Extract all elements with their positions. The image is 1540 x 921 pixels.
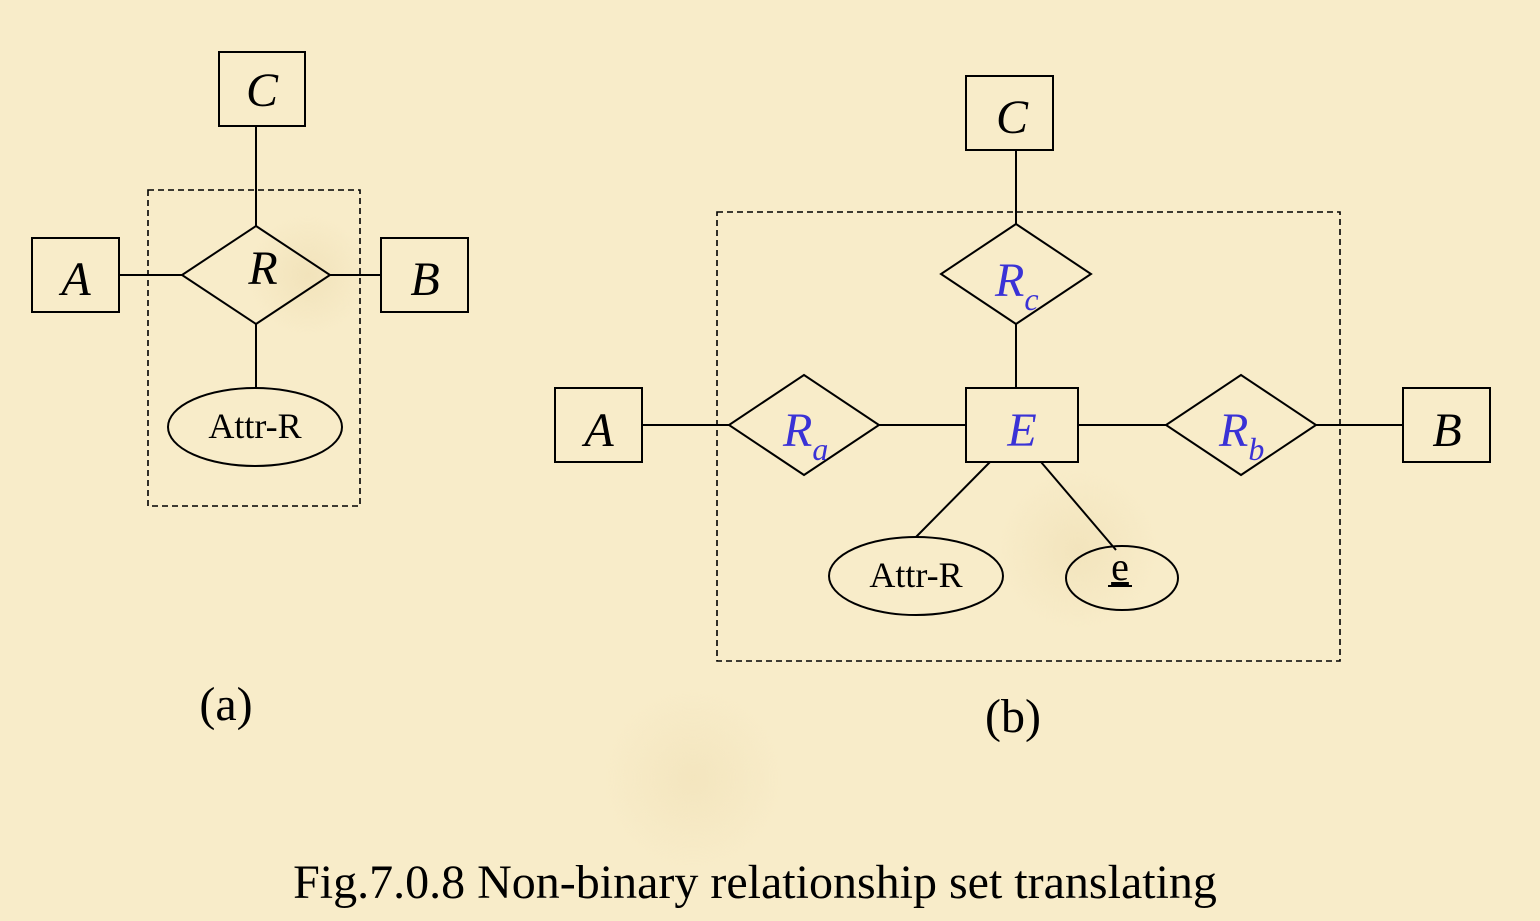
relationship-rc: Rc	[939, 222, 1093, 326]
figure-caption: Fig.7.0.8 Non-binary relationship set tr…	[293, 856, 1217, 909]
entity-a-box	[31, 237, 120, 313]
relationship-rb-label: Rb	[1218, 404, 1264, 467]
relationship-r: R	[180, 224, 332, 326]
relationship-r-label: R	[247, 242, 277, 295]
diagram-b-boundary	[716, 211, 1341, 662]
relationship-rb-diamond	[1164, 373, 1318, 477]
attribute-attr-r-b: Attr-R	[828, 536, 1004, 616]
attribute-attr-r-b-ellipse	[828, 536, 1004, 616]
entity-b-box	[380, 237, 469, 313]
attribute-key-e: e	[1065, 544, 1179, 611]
relationship-ra: Ra	[727, 373, 881, 477]
entity-a-b-label: A	[581, 404, 614, 457]
diagram-a-caption: (a)	[199, 678, 252, 731]
entity-a-b: A	[554, 387, 643, 463]
relationship-rb: Rb	[1164, 373, 1318, 477]
entity-a-label: A	[58, 253, 91, 306]
entity-c-label: C	[246, 64, 279, 117]
attribute-attr-r-label: Attr-R	[208, 406, 301, 446]
entity-a: A	[31, 237, 120, 313]
entity-b-b-label: B	[1432, 404, 1461, 457]
diagram-b-caption: (b)	[985, 690, 1041, 743]
entity-c: C	[218, 51, 306, 127]
attribute-attr-r-ellipse	[167, 387, 343, 467]
relationship-ra-label: Ra	[782, 404, 828, 467]
entity-c-b-box	[965, 75, 1054, 151]
entity-b-b: B	[1402, 387, 1491, 463]
attribute-key-e-ellipse	[1065, 545, 1179, 611]
entity-a-b-box	[554, 387, 643, 463]
entity-b: B	[380, 237, 469, 313]
entity-c-b-label: C	[996, 91, 1029, 144]
entity-e: E	[965, 387, 1079, 463]
attribute-key-e-label: e	[1111, 544, 1129, 589]
edge-e-key	[1040, 461, 1117, 551]
relationship-rc-label: Rc	[994, 254, 1039, 317]
relationship-r-diamond	[180, 224, 332, 326]
entity-c-box	[218, 51, 306, 127]
entity-e-label: E	[1006, 404, 1036, 457]
entity-c-b: C	[965, 75, 1054, 151]
attribute-attr-r: Attr-R	[167, 387, 343, 467]
entity-b-label: B	[410, 253, 439, 306]
relationship-ra-diamond	[727, 373, 881, 477]
entity-b-b-box	[1402, 387, 1491, 463]
diagram-b: C Rc A Ra E Rb B Attr-R	[554, 75, 1491, 743]
relationship-rc-diamond	[939, 222, 1093, 326]
edge-e-attr	[915, 461, 991, 538]
diagram-a-boundary	[147, 189, 361, 507]
diagram-a: C A B R Attr-R (a)	[31, 51, 469, 731]
entity-e-box	[965, 387, 1079, 463]
attribute-attr-r-b-label: Attr-R	[869, 555, 962, 595]
